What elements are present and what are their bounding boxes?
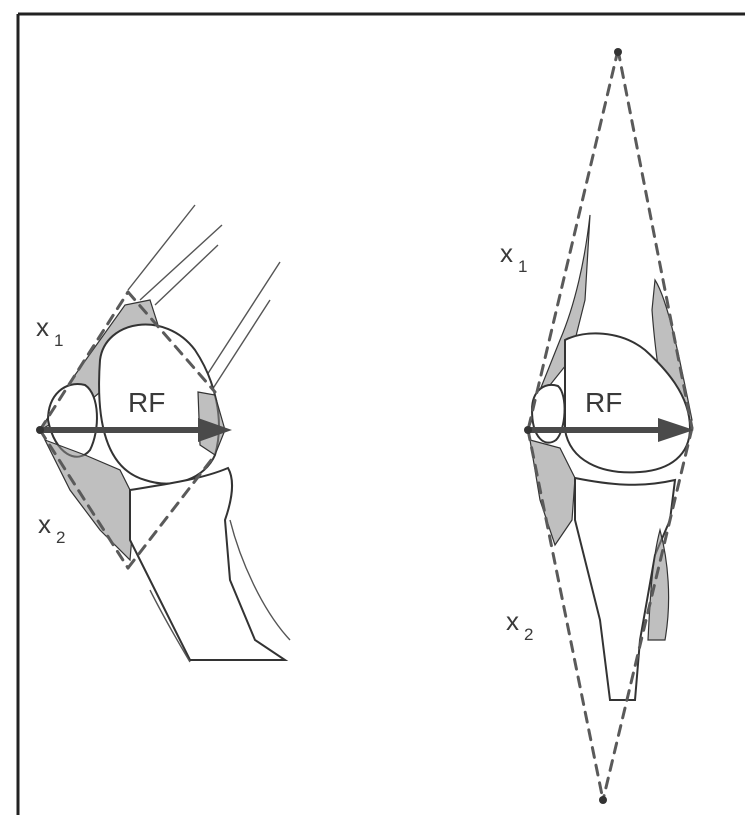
extended-x2-sub: 2 [524, 625, 533, 644]
tibia [130, 468, 285, 660]
extended-x1-label: x 1 [500, 238, 527, 276]
extended-x2-label: x 2 [506, 606, 533, 644]
flexed-x2-main: x [38, 509, 51, 539]
extended-x1-main: x [500, 238, 513, 268]
flexed-rf-label: RF [128, 387, 165, 418]
flexed-x1-main: x [36, 312, 49, 342]
extended-knee-panel: RF x 1 x 2 [500, 48, 694, 804]
flexed-x2-label: x 2 [38, 509, 65, 547]
flexed-x1-sub: 1 [54, 331, 63, 350]
flexed-x1-label: x 1 [36, 312, 63, 350]
extended-x2-main: x [506, 606, 519, 636]
flexed-x2-sub: 2 [56, 528, 65, 547]
extended-rf-label: RF [585, 387, 622, 418]
extended-patellar-ligament [530, 440, 575, 545]
extended-x1-sub: 1 [518, 257, 527, 276]
flexed-knee-panel: RF x 1 x 2 [36, 205, 290, 662]
